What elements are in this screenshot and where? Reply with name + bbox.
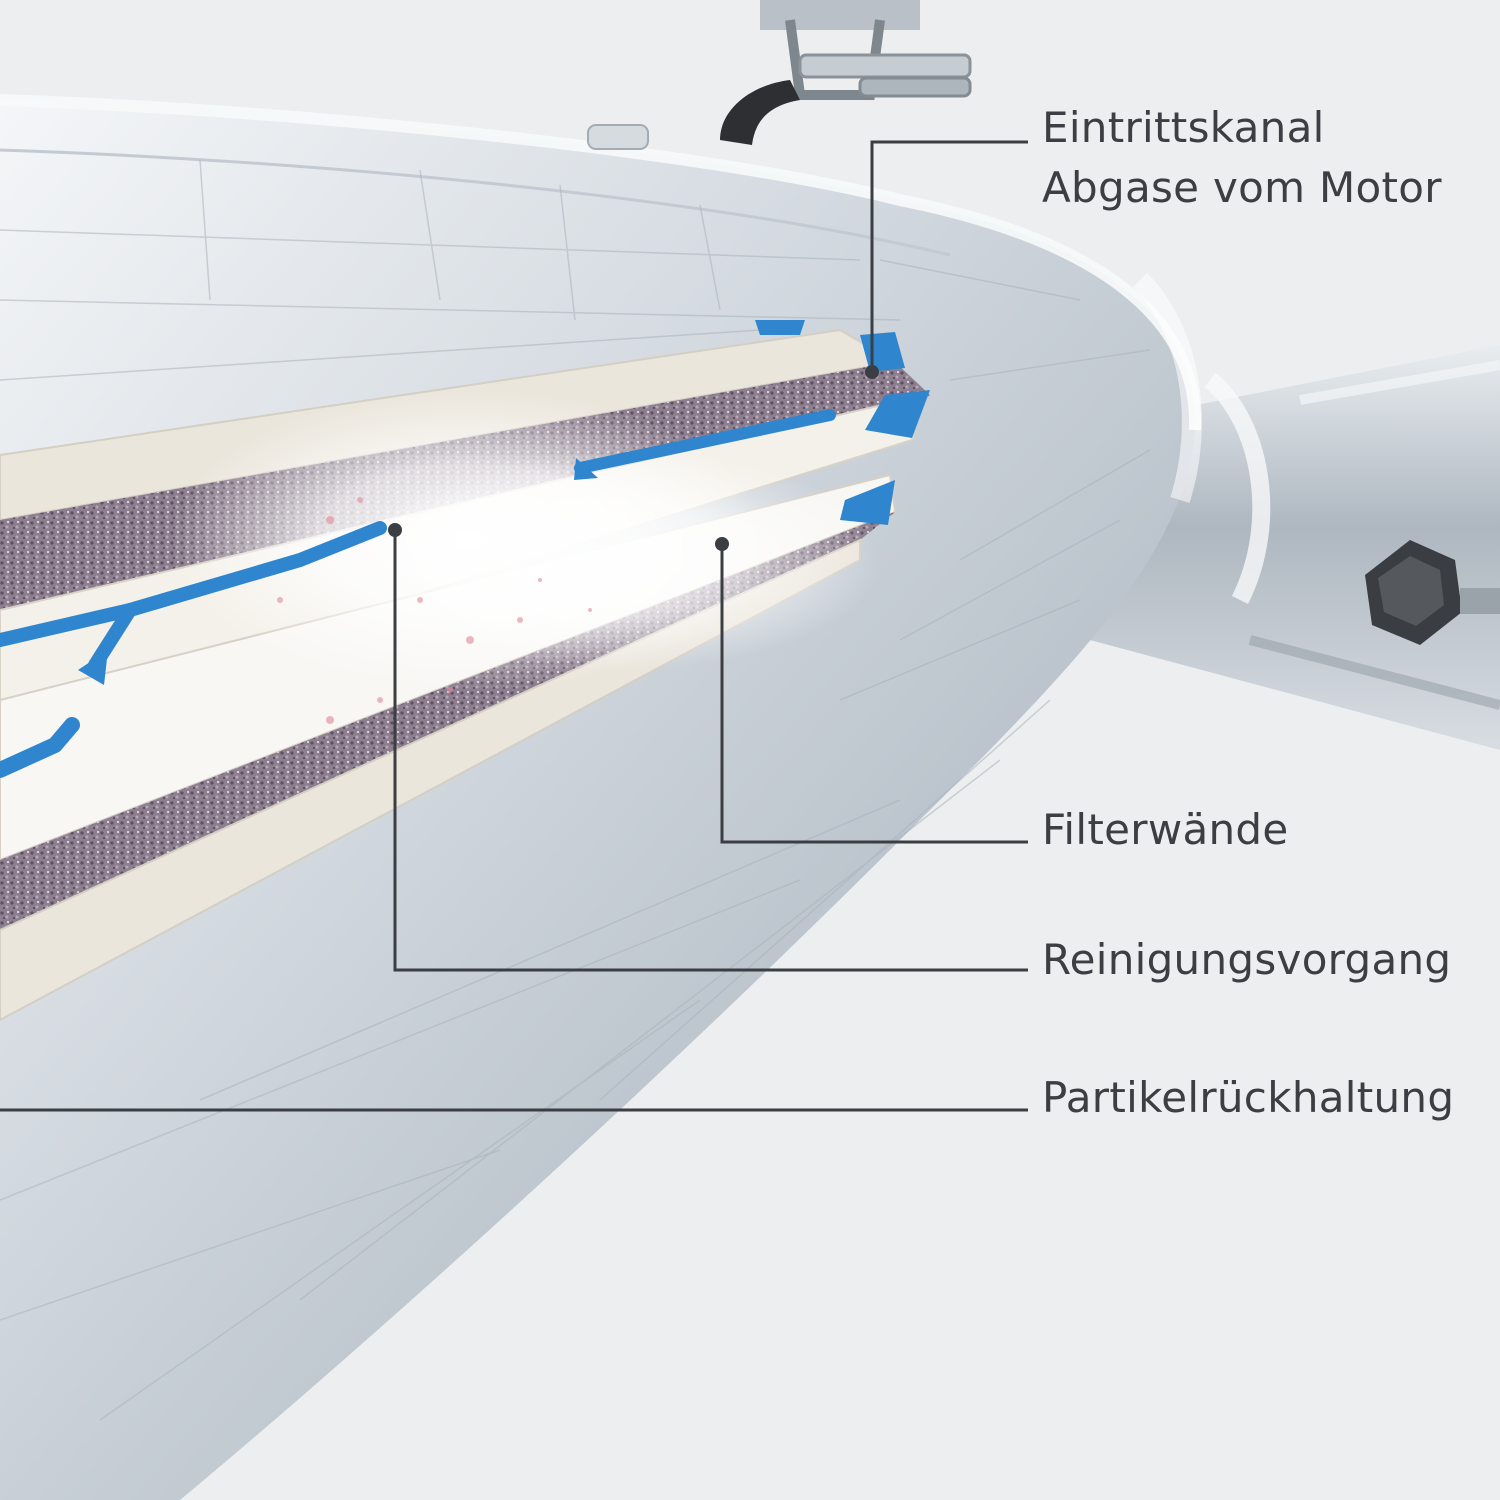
callout-inlet-channel-line2: Abgase vom Motor (1042, 163, 1442, 212)
anchor-dot-cleaning (388, 523, 402, 537)
leader-line-filter-walls (720, 544, 1028, 844)
callout-cleaning-process: Reinigungsvorgang (1042, 935, 1452, 984)
callout-anchor-dots (388, 365, 879, 551)
callout-filter-walls: Filterwände (1042, 805, 1289, 854)
leader-line-inlet (870, 140, 1028, 370)
exhaust-flow-arrows (0, 409, 836, 778)
callout-particle-retention: Partikelrückhaltung (1042, 1073, 1455, 1122)
mounting-bracket (587, 0, 972, 150)
sensor-nut-icon (1365, 540, 1500, 645)
callout-leader-lines (0, 140, 1028, 1112)
anchor-dot-filter-walls (715, 537, 729, 551)
filter-channels (0, 320, 930, 1022)
leader-line-cleaning (393, 530, 1028, 972)
callout-inlet-channel-line1: Eintrittskanal (1042, 103, 1325, 152)
anchor-dot-inlet (865, 365, 879, 379)
